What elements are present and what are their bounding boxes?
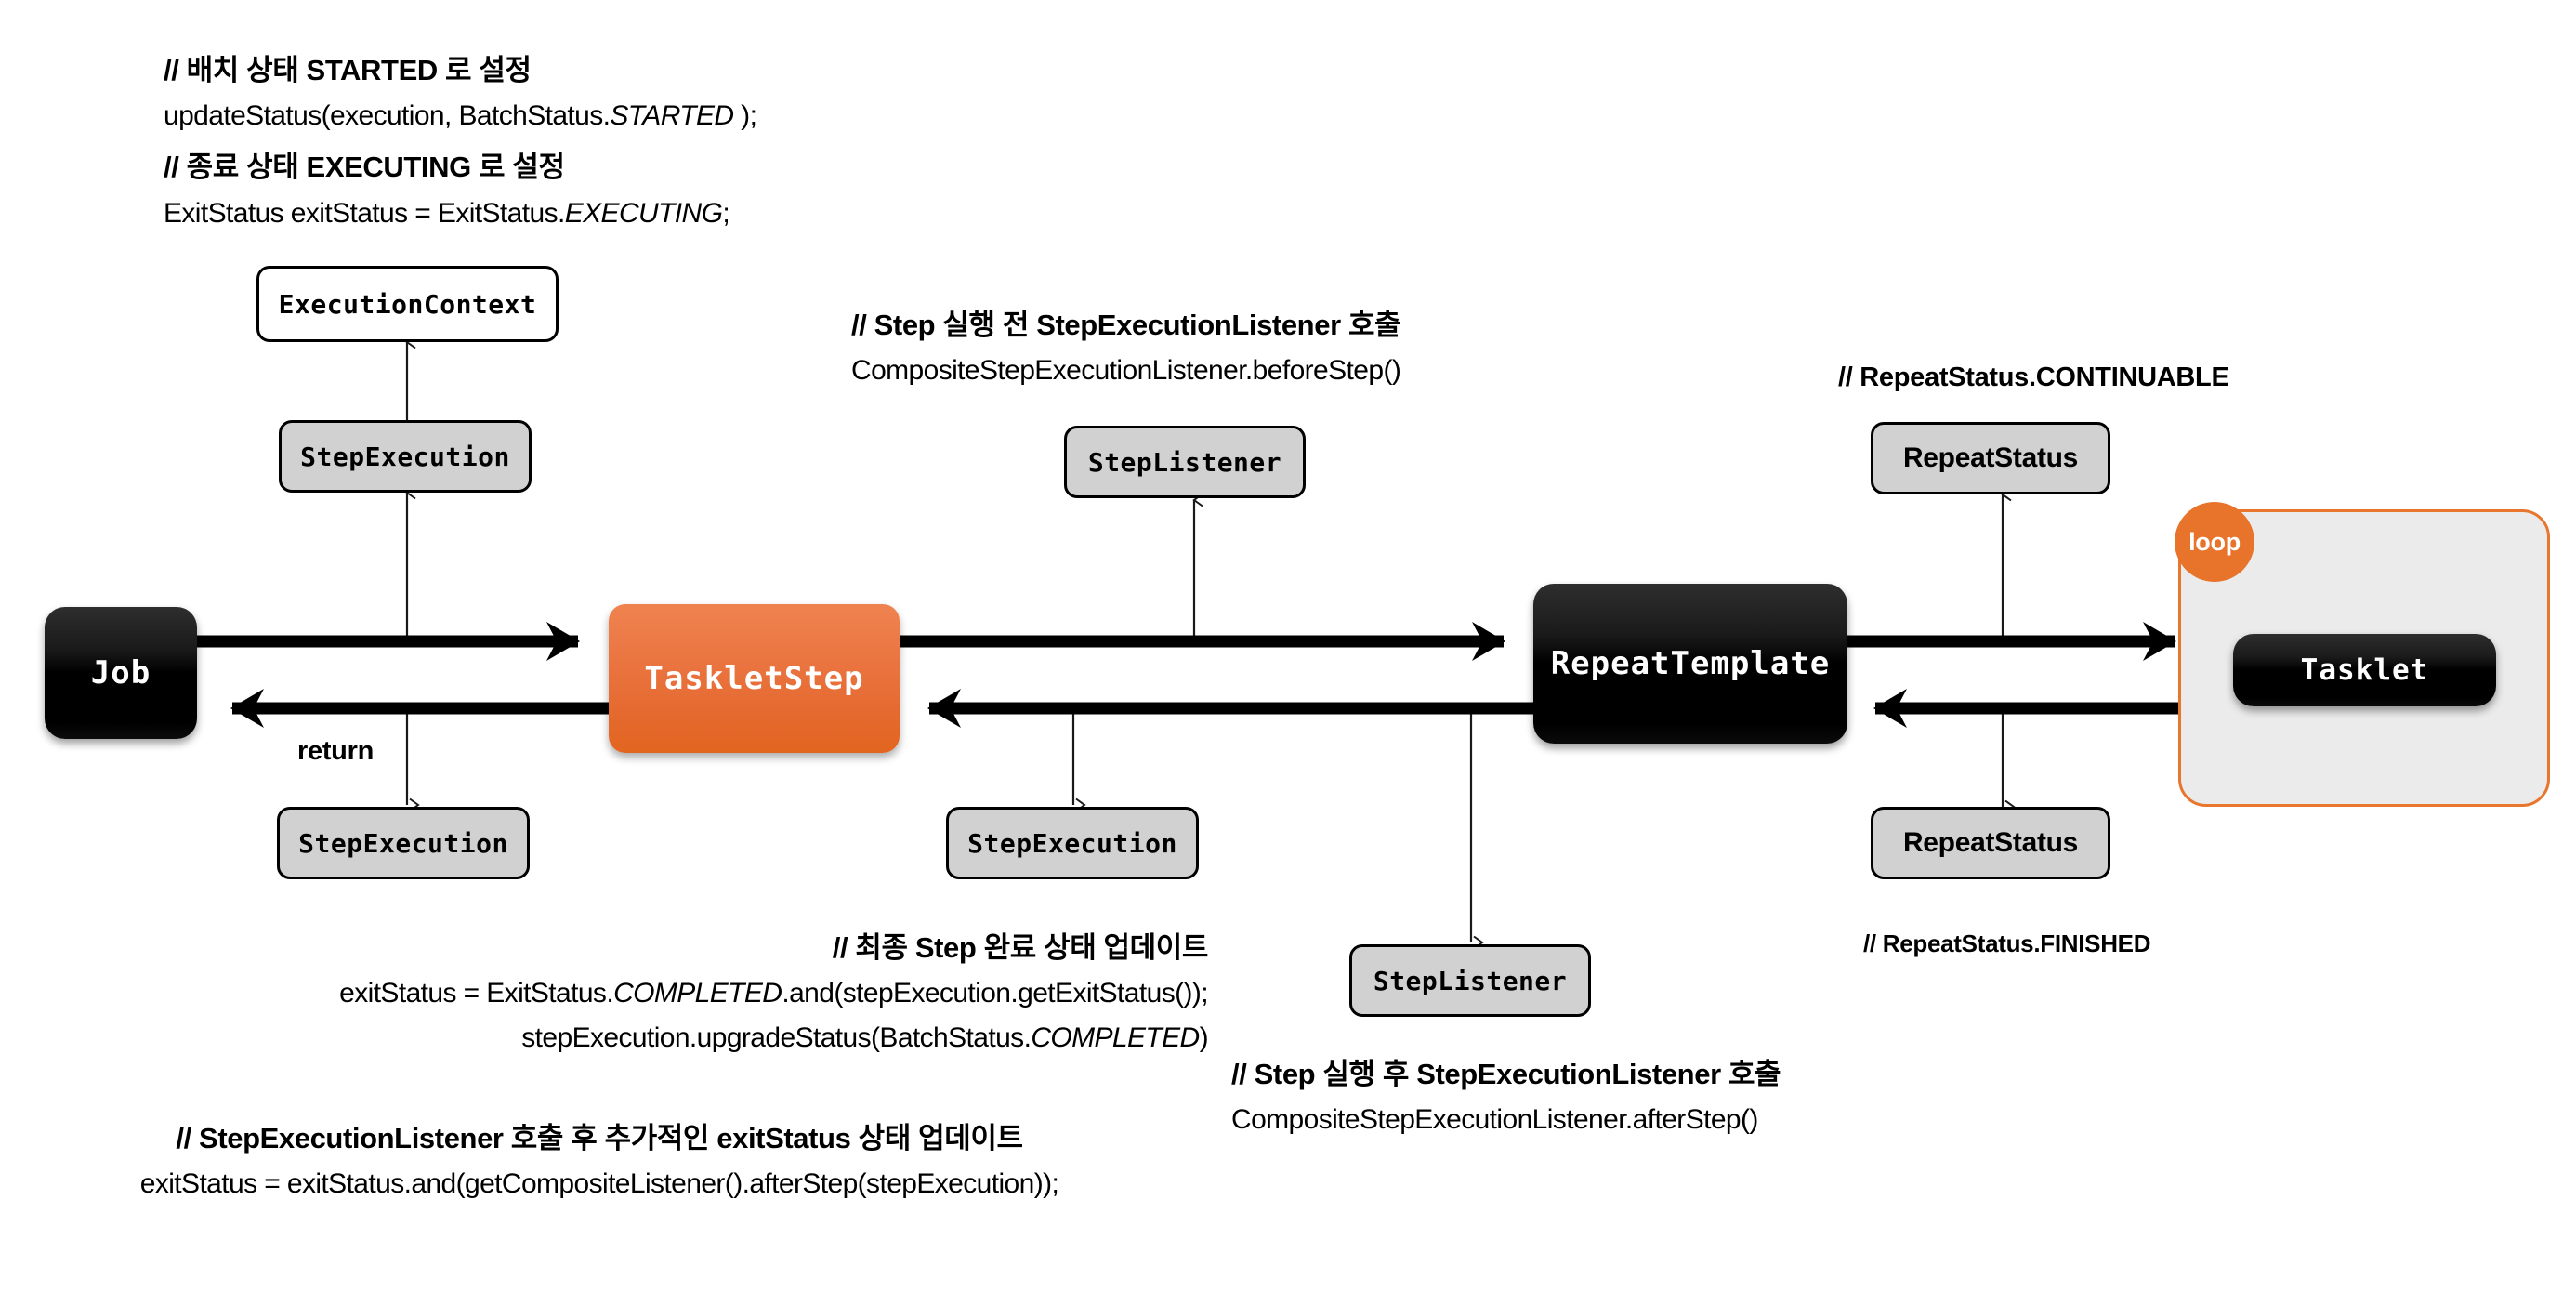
note-final-update-header: // 최종 Step 완료 상태 업데이트 [832, 931, 1209, 964]
node-step-execution-bottom-left[interactable]: StepExecution [277, 807, 530, 879]
note-listener-update: // StepExecutionListener 호출 후 추가적인 exitS… [0, 1120, 1199, 1202]
note-top-left-header-1: // 배치 상태 STARTED 로 설정 [164, 54, 532, 86]
node-tasklet-step-label: TaskletStep [644, 660, 864, 697]
loop-badge: loop [2175, 502, 2254, 582]
note-before-step-code: CompositeStepExecutionListener.beforeSte… [851, 355, 1401, 387]
note-after-step-header: // Step 실행 후 StepExecutionListener 호출 [1231, 1058, 1781, 1090]
node-tasklet[interactable]: Tasklet [2233, 634, 2496, 706]
note-listener-update-code: exitStatus = exitStatus.and(getComposite… [139, 1168, 1059, 1200]
node-repeat-status-bottom[interactable]: RepeatStatus [1871, 807, 2110, 879]
note-before-step-header: // Step 실행 전 StepExecutionListener 호출 [851, 309, 1401, 341]
edge-label-return: return [297, 736, 374, 766]
node-step-execution-bottom-left-label: StepExecution [298, 827, 508, 859]
note-after-step-code: CompositeStepExecutionListener.afterStep… [1231, 1104, 1758, 1136]
note-final-update: // 최종 Step 완료 상태 업데이트 exitStatus = ExitS… [0, 929, 1208, 1056]
loop-badge-label: loop [2188, 527, 2241, 556]
node-tasklet-step[interactable]: TaskletStep [609, 604, 900, 753]
node-execution-context-label: ExecutionContext [278, 288, 537, 320]
node-step-listener-bottom-label: StepListener [1373, 965, 1568, 996]
note-top-left: // 배치 상태 STARTED 로 설정 updateStatus(execu… [164, 52, 757, 231]
node-job-label: Job [90, 654, 151, 692]
node-tasklet-label: Tasklet [2300, 653, 2429, 687]
note-repeat-continuable: // RepeatStatus.CONTINUABLE [1838, 362, 2229, 392]
note-top-left-header-2: // 종료 상태 EXECUTING 로 설정 [164, 151, 565, 184]
note-final-update-code-1: exitStatus = ExitStatus.COMPLETED.and(st… [339, 978, 1208, 1009]
node-step-listener-bottom[interactable]: StepListener [1349, 944, 1591, 1017]
node-step-execution-top-left[interactable]: StepExecution [279, 420, 532, 493]
node-repeat-status-top[interactable]: RepeatStatus [1871, 422, 2110, 494]
node-step-execution-mid[interactable]: StepExecution [946, 807, 1199, 879]
note-after-step: // Step 실행 후 StepExecutionListener 호출 Co… [1231, 1056, 1781, 1138]
node-step-listener-top[interactable]: StepListener [1064, 426, 1306, 498]
node-repeat-template-label: RepeatTemplate [1550, 645, 1831, 682]
node-repeat-template[interactable]: RepeatTemplate [1533, 584, 1847, 744]
node-step-execution-top-left-label: StepExecution [300, 441, 510, 472]
node-repeat-status-bottom-label: RepeatStatus [1902, 827, 2079, 858]
note-top-left-code-2: ExitStatus exitStatus = ExitStatus.EXECU… [164, 197, 730, 229]
node-job[interactable]: Job [45, 607, 197, 739]
node-step-execution-mid-label: StepExecution [967, 827, 1177, 859]
node-execution-context[interactable]: ExecutionContext [256, 266, 559, 342]
note-listener-update-header: // StepExecutionListener 호출 후 추가적인 exitS… [176, 1122, 1023, 1154]
node-repeat-status-top-label: RepeatStatus [1902, 442, 2079, 473]
note-top-left-code-1: updateStatus(execution, BatchStatus.STAR… [164, 100, 757, 132]
node-step-listener-top-label: StepListener [1087, 446, 1282, 478]
note-before-step: // Step 실행 전 StepExecutionListener 호출 Co… [851, 307, 1401, 389]
note-repeat-finished: // RepeatStatus.FINISHED [1863, 929, 2151, 957]
note-final-update-code-2: stepExecution.upgradeStatus(BatchStatus.… [521, 1022, 1208, 1054]
